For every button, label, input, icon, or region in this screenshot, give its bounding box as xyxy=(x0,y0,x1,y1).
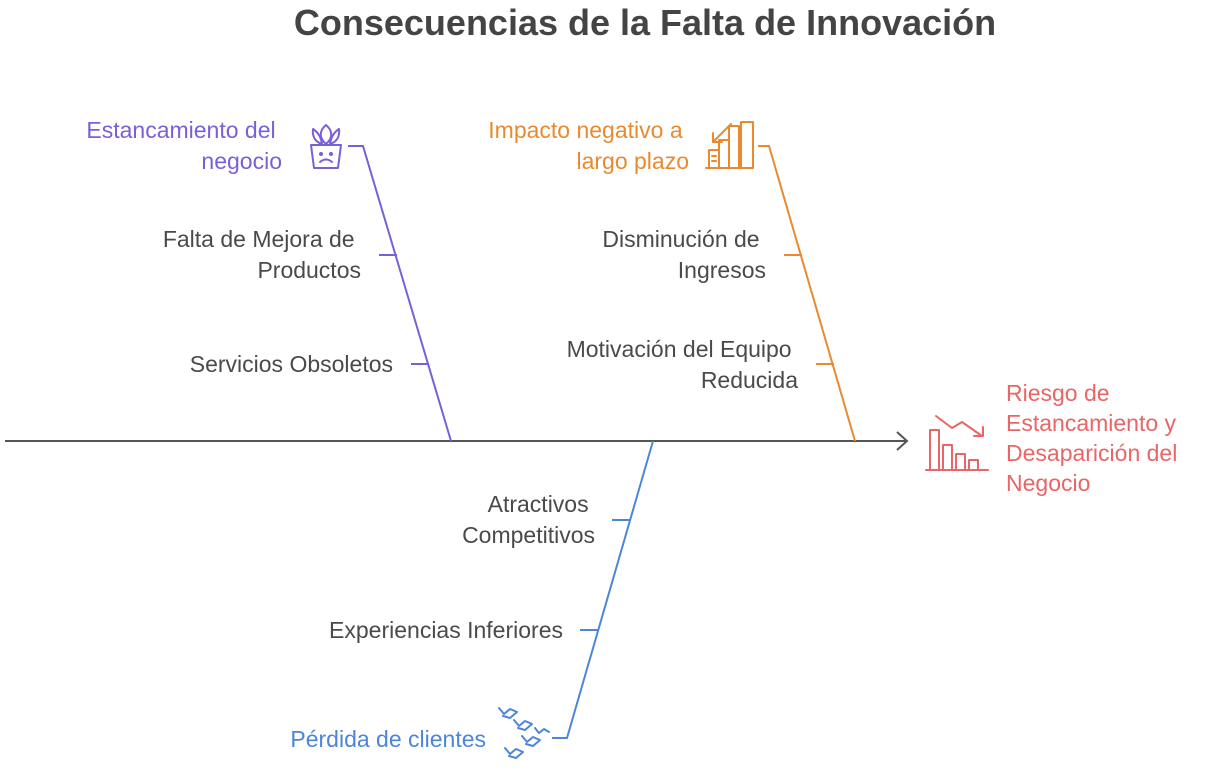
diagram-title: Consecuencias de la Falta de Innovación xyxy=(294,2,996,43)
category-label-estancamiento: Estancamiento del negocio xyxy=(86,117,282,174)
category-label-impacto: Impacto negativo a largo plazo xyxy=(488,117,689,174)
flying-birds-icon xyxy=(498,707,550,759)
bone-impacto xyxy=(758,145,856,442)
sad-plant-pot-icon xyxy=(310,124,342,169)
cause-atractivos-competitivos: Atractivos Competitivos xyxy=(462,491,595,548)
bone-estancamiento xyxy=(348,145,452,442)
cause-experiencias-inferiores: Experiencias Inferiores xyxy=(329,617,563,643)
cause-disminucion-ingresos: Disminución de Ingresos xyxy=(602,226,766,283)
cause-servicios-obsoletos: Servicios Obsoletos xyxy=(190,351,393,377)
declining-building-chart-icon xyxy=(705,121,754,169)
spine-arrowhead xyxy=(896,431,909,451)
bone-perdida xyxy=(552,440,654,739)
cause-falta-mejora: Falta de Mejora de Productos xyxy=(163,226,361,283)
outcome-label: Riesgo de Estancamiento y Desaparición d… xyxy=(1006,380,1184,496)
category-label-perdida: Pérdida de clientes xyxy=(290,726,486,752)
declining-bar-chart-icon xyxy=(925,415,989,471)
cause-motivacion-equipo: Motivación del Equipo Reducida xyxy=(567,336,799,393)
